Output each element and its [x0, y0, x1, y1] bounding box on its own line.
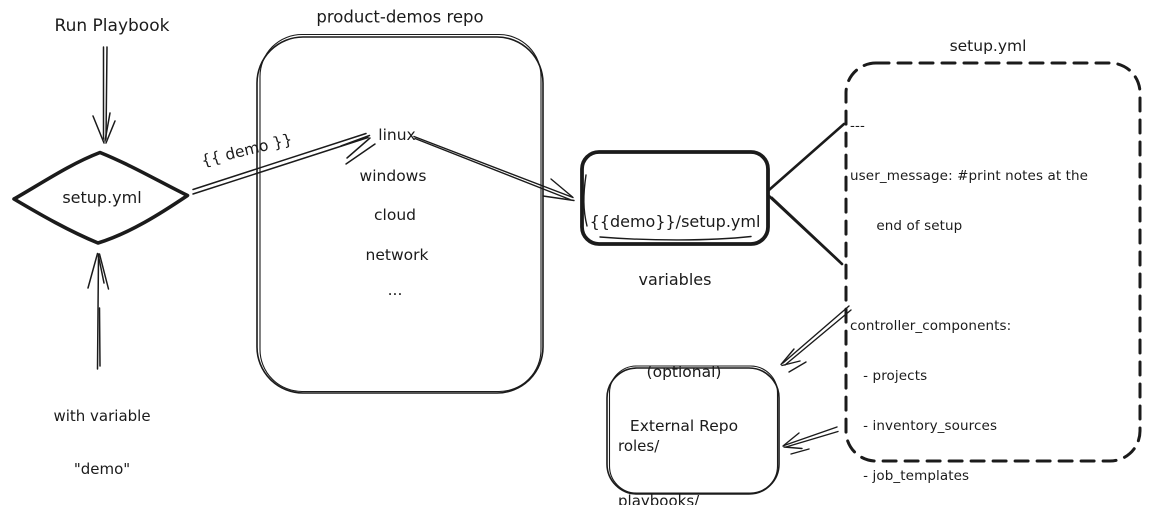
external-repo-outline [606, 365, 780, 495]
repo-item-cloud: cloud [374, 206, 416, 225]
vars-box-line1: {{demo}}/setup.yml [589, 211, 761, 231]
yaml-line: - projects [850, 368, 928, 385]
linux-to-vars-arrow [413, 135, 575, 202]
setup-yml-dashed-outline [844, 61, 1142, 463]
repo-box-title: product-demos repo [316, 7, 484, 27]
with-variable-line2: "demo" [73, 460, 131, 478]
external-repo-content: roles/ playbooks/ .... [618, 403, 699, 505]
diamond-shape [12, 150, 190, 245]
yaml-line: - job_templates [850, 468, 970, 485]
yaml-line: end of setup [850, 218, 963, 235]
with-variable-line1: with variable [53, 406, 151, 425]
run-playbook-arrow [92, 46, 116, 144]
vars-box-outline [580, 150, 770, 246]
repo-item-linux: linux [378, 126, 416, 145]
yaml-line: user_message: #print notes at the [850, 168, 1089, 185]
repo-box-outline [256, 33, 544, 394]
yaml-line: - inventory_sources [850, 418, 998, 435]
vars-box-label: {{demo}}/setup.yml variables [590, 176, 761, 328]
yaml-line: --- [850, 118, 865, 135]
yaml-line: controller_components: [850, 318, 1012, 335]
templates-to-external-arrow [782, 426, 839, 455]
vars-box-line2: variables [638, 269, 712, 289]
external-repo-line: roles/ [618, 436, 660, 455]
external-repo-optional: (optional) [646, 362, 722, 381]
repo-item-network: network [365, 246, 429, 265]
repo-item-windows: windows [359, 167, 427, 186]
vars-callout-lines [767, 122, 846, 266]
setup-yml-content: --- user_message: #print notes at the en… [850, 88, 1088, 505]
setup-yml-title: setup.yml [949, 37, 1027, 56]
external-repo-line: playbooks/ [618, 492, 700, 505]
with-variable-label: with variable "demo" [53, 373, 150, 505]
with-variable-arrow [87, 252, 110, 370]
demo-arrow [192, 132, 376, 195]
run-playbook-label: Run Playbook [54, 16, 170, 37]
yaml-line [850, 269, 1088, 288]
external-repo-label: (optional) External Repo [630, 328, 738, 473]
repo-item-ellipsis: ... [387, 281, 403, 300]
diamond-label: setup.yml [62, 187, 142, 207]
external-repo-title: External Repo [629, 417, 739, 436]
projects-to-external-arrow [780, 305, 852, 373]
